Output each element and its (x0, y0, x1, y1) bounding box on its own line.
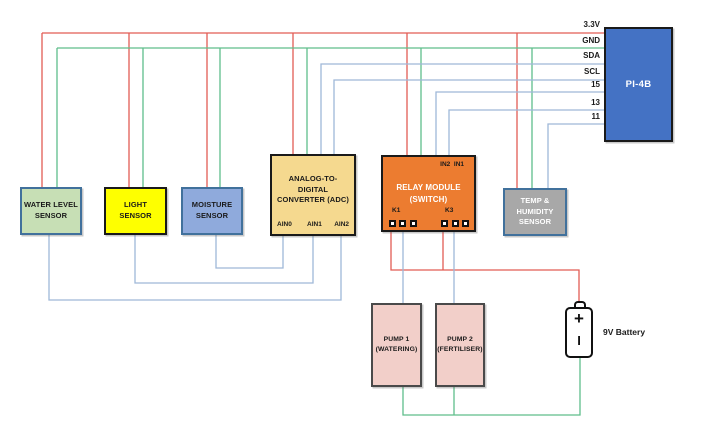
relay-terminal (452, 220, 459, 227)
wire-relay-k1-battery (390, 232, 580, 303)
light-sensor-label: LIGHT SENSOR (119, 200, 152, 220)
adc-pin-ain0: AIN0 (277, 221, 292, 228)
pump1-box: PUMP 1 (WATERING) (371, 303, 422, 387)
battery-terminal-bump (574, 301, 586, 309)
adc-box: ANALOG-TO- DIGITAL CONVERTER (ADC) AIN0 … (270, 154, 356, 236)
pi-pin-label-scl: SCL (584, 67, 600, 76)
relay-terminal (441, 220, 448, 227)
wire-pump1-battery-neg (402, 358, 581, 416)
adc-pin-ain2: AIN2 (334, 221, 349, 228)
moisture-sensor-box: MOISTURE SENSOR (181, 187, 243, 235)
moisture-sensor-label: MOISTURE SENSOR (191, 200, 233, 220)
water-level-sensor-box: WATER LEVEL SENSOR (20, 187, 82, 235)
battery-label: 9V Battery (603, 327, 646, 337)
water-level-sensor-label: WATER LEVEL SENSOR (24, 200, 78, 220)
wire-pin11-temp (547, 123, 604, 188)
battery-minus-symbol: I (577, 333, 581, 348)
wire-moisture-ain0 (215, 235, 284, 269)
wire-water-ain2 (48, 235, 342, 301)
relay-module-box: RELAY MODULE (SWITCH) IN2 IN1 K1 K3 (381, 155, 476, 232)
relay-k3-label: K3 (445, 207, 454, 214)
pi-4b-box: PI-4B (604, 27, 673, 142)
pi-pin-label-3v3: 3.3V (583, 20, 600, 29)
relay-terminal (410, 220, 417, 227)
wire-scl (333, 79, 604, 154)
relay-terminal (389, 220, 396, 227)
pi-pin-label-11: 11 (591, 112, 600, 121)
relay-terminal (399, 220, 406, 227)
pi-pin-label-15: 15 (591, 80, 600, 89)
battery-plus-symbol: + (574, 309, 584, 328)
pump1-label: PUMP 1 (WATERING) (375, 336, 418, 353)
battery-box: + I (565, 307, 593, 358)
pi-pin-label-sda: SDA (583, 51, 600, 60)
temp-humidity-sensor-box: TEMP & HUMIDITY SENSOR (503, 188, 567, 236)
relay-k1-label: K1 (392, 207, 401, 214)
pump2-box: PUMP 2 (FERTILISER) (435, 303, 485, 387)
relay-in-pins-label: IN2 IN1 (440, 161, 464, 168)
relay-terminal (462, 220, 469, 227)
wire-light-ain1 (134, 235, 314, 284)
pi-4b-label: PI-4B (625, 78, 652, 90)
relay-module-label: RELAY MODULE (SWITCH) (396, 182, 461, 204)
pi-pin-label-gnd: GND (582, 36, 600, 45)
adc-pin-ain1: AIN1 (307, 221, 322, 228)
wire-sda (320, 63, 604, 154)
wire-pin15-relay (435, 91, 604, 155)
wire-pin13-relay (448, 109, 604, 155)
pump2-label: PUMP 2 (FERTILISER) (437, 336, 483, 353)
pi-pin-label-13: 13 (591, 98, 600, 107)
temp-humidity-sensor-label: TEMP & HUMIDITY SENSOR (516, 195, 554, 227)
adc-label: ANALOG-TO- DIGITAL CONVERTER (ADC) (277, 173, 349, 205)
light-sensor-box: LIGHT SENSOR (104, 187, 167, 235)
